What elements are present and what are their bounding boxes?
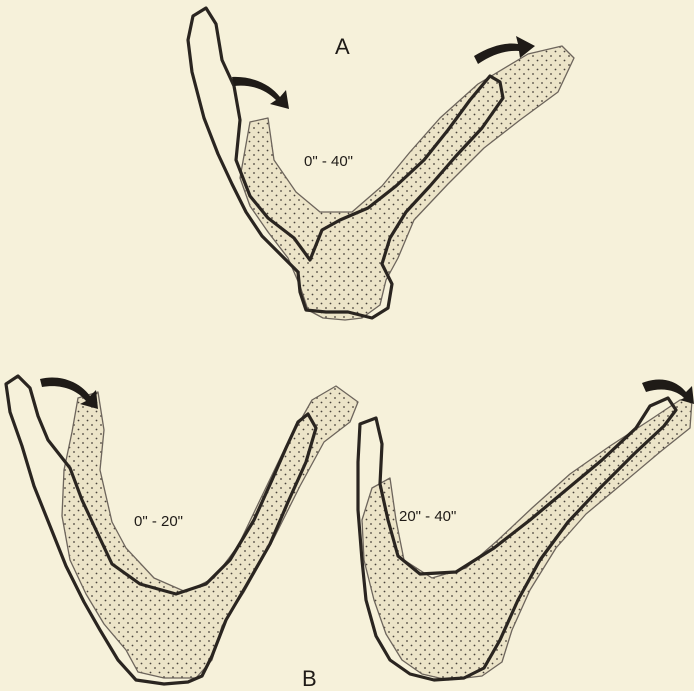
panel-b-left-arrow — [40, 378, 98, 409]
panel-b-left: 0" - 20" — [6, 376, 358, 684]
panel-a-arrow-left — [232, 77, 289, 109]
panel-b-left-shape-final — [62, 386, 358, 678]
panel-a-shape-final — [240, 46, 574, 320]
panel-b-right-shape-final — [362, 400, 692, 680]
panel-a: A 0" - 40" — [188, 8, 574, 320]
panel-b-interval-right: 20" - 40" — [399, 508, 456, 525]
panel-b-interval-left: 0" - 20" — [134, 513, 183, 530]
panel-b-right: 20" - 40" — [358, 380, 694, 680]
panel-a-label: A — [335, 34, 350, 59]
panel-a-interval: 0" - 40" — [304, 153, 353, 170]
panel-b-label: B — [302, 666, 317, 691]
